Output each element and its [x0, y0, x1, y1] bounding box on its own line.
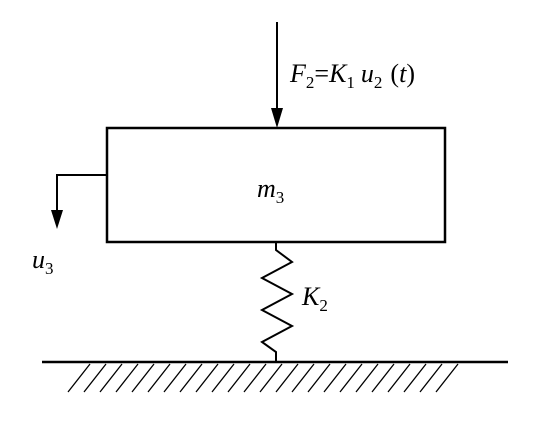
hatch-line	[355, 363, 379, 393]
hatch-line	[179, 363, 203, 393]
hatch-line	[67, 363, 91, 393]
hatch-line	[147, 363, 171, 393]
hatch-line	[371, 363, 395, 393]
hatch-line	[339, 363, 363, 393]
hatch-line	[259, 363, 283, 393]
displacement-label: u3	[32, 245, 54, 278]
hatch-line	[163, 363, 187, 393]
force-arrow	[271, 22, 283, 128]
spring-label: K2	[301, 282, 328, 315]
hatch-line	[243, 363, 267, 393]
hatch-line	[323, 363, 347, 393]
hatch-line	[403, 363, 427, 393]
hatch-line	[131, 363, 155, 393]
hatch-line	[211, 363, 235, 393]
hatch-line	[307, 363, 331, 393]
hatch-line	[99, 363, 123, 393]
ground-hatching	[67, 363, 459, 393]
hatch-line	[115, 363, 139, 393]
mass-block	[105, 126, 447, 244]
hatch-line	[195, 363, 219, 393]
hatch-line	[227, 363, 251, 393]
spring	[259, 242, 295, 362]
hatch-line	[291, 363, 315, 393]
hatch-line	[275, 363, 299, 393]
hatch-line	[83, 363, 107, 393]
hatch-line	[387, 363, 411, 393]
hatch-line	[435, 363, 459, 393]
mass-label: m3	[257, 174, 284, 207]
hatch-line	[419, 363, 443, 393]
displacement-arrow	[51, 174, 107, 229]
